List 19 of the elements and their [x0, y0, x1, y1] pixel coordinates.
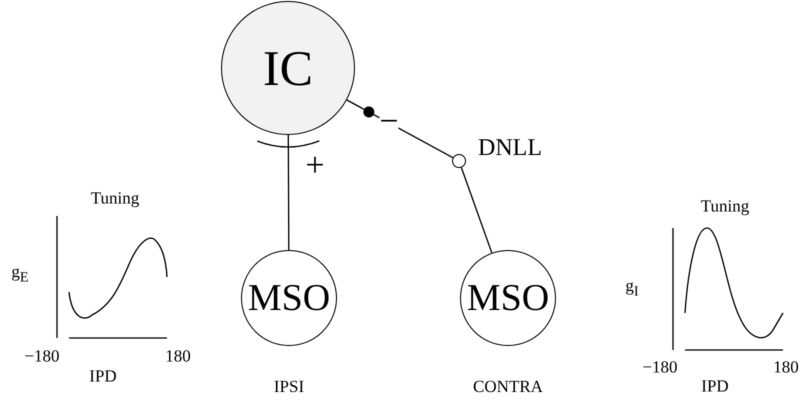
tick-label: 180: [165, 348, 191, 364]
tick-label: −180: [24, 348, 60, 364]
node-label: DNLL: [478, 136, 542, 160]
node-label: MSO: [466, 279, 550, 317]
connector-line: [256, 135, 320, 250]
node-label: IC: [263, 43, 313, 93]
node-label: MSO: [248, 279, 330, 317]
axis-label: IPD: [701, 378, 729, 394]
axis-label: g$_{E}$: [11, 263, 29, 285]
relay-circle: [452, 154, 466, 168]
caption-text: IPSI: [274, 378, 304, 395]
axis-label: IPD: [89, 368, 117, 384]
tick-label: 180: [773, 358, 799, 376]
plot-title: Tuning: [700, 198, 750, 214]
plot-title: Tuning: [90, 190, 140, 206]
axis-label: g$_{I}$: [625, 277, 639, 299]
tick-label: −180: [642, 358, 678, 376]
connector-line: [460, 167, 492, 254]
caption-text: CONTRA: [473, 378, 543, 395]
